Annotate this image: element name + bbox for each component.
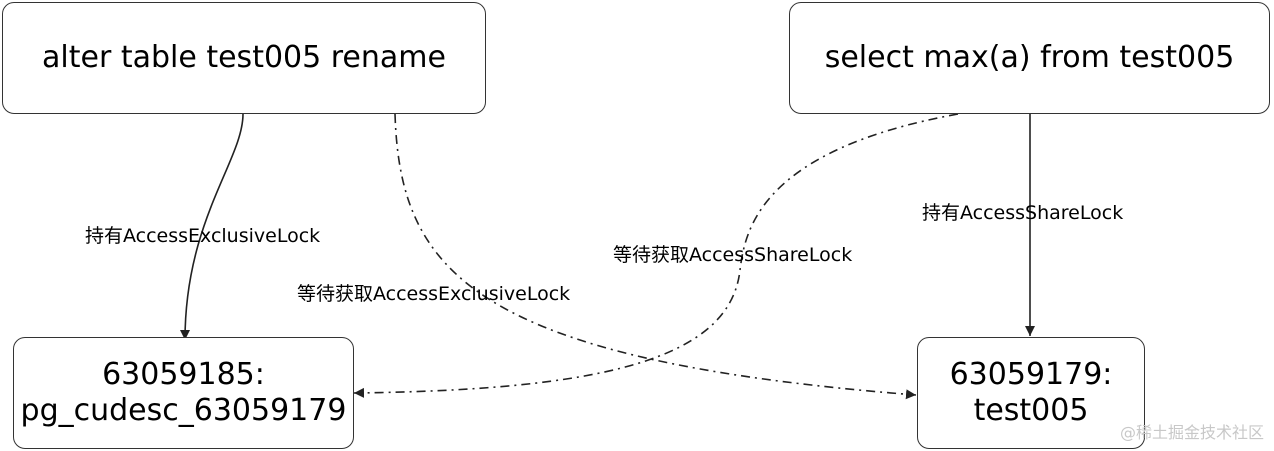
node-select: select max(a) from test005 xyxy=(789,2,1270,114)
edge-select-waits xyxy=(353,113,959,398)
edge-alter-waits xyxy=(394,113,917,400)
node-select-text: select max(a) from test005 xyxy=(824,40,1235,75)
edge-label-alter-holds: 持有AccessExclusiveLock xyxy=(85,225,321,247)
node-cudesc: 63059185: pg_cudesc_63059179 xyxy=(13,337,354,449)
edge-label-select-holds: 持有AccessShareLock xyxy=(922,202,1124,224)
node-cudesc-text: 63059185: pg_cudesc_63059179 xyxy=(20,357,347,428)
node-alter-text: alter table test005 rename xyxy=(42,40,446,75)
edge-alter-holds xyxy=(180,113,244,341)
node-test005: 63059179: test005 xyxy=(917,337,1145,449)
edge-label-select-waits: 等待获取AccessShareLock xyxy=(613,244,853,266)
edge-label-alter-waits: 等待获取AccessExclusiveLock xyxy=(297,283,571,305)
node-test005-text: 63059179: test005 xyxy=(949,357,1113,428)
node-alter: alter table test005 rename xyxy=(2,2,486,114)
watermark: @稀土掘金技术社区 xyxy=(1119,423,1264,442)
